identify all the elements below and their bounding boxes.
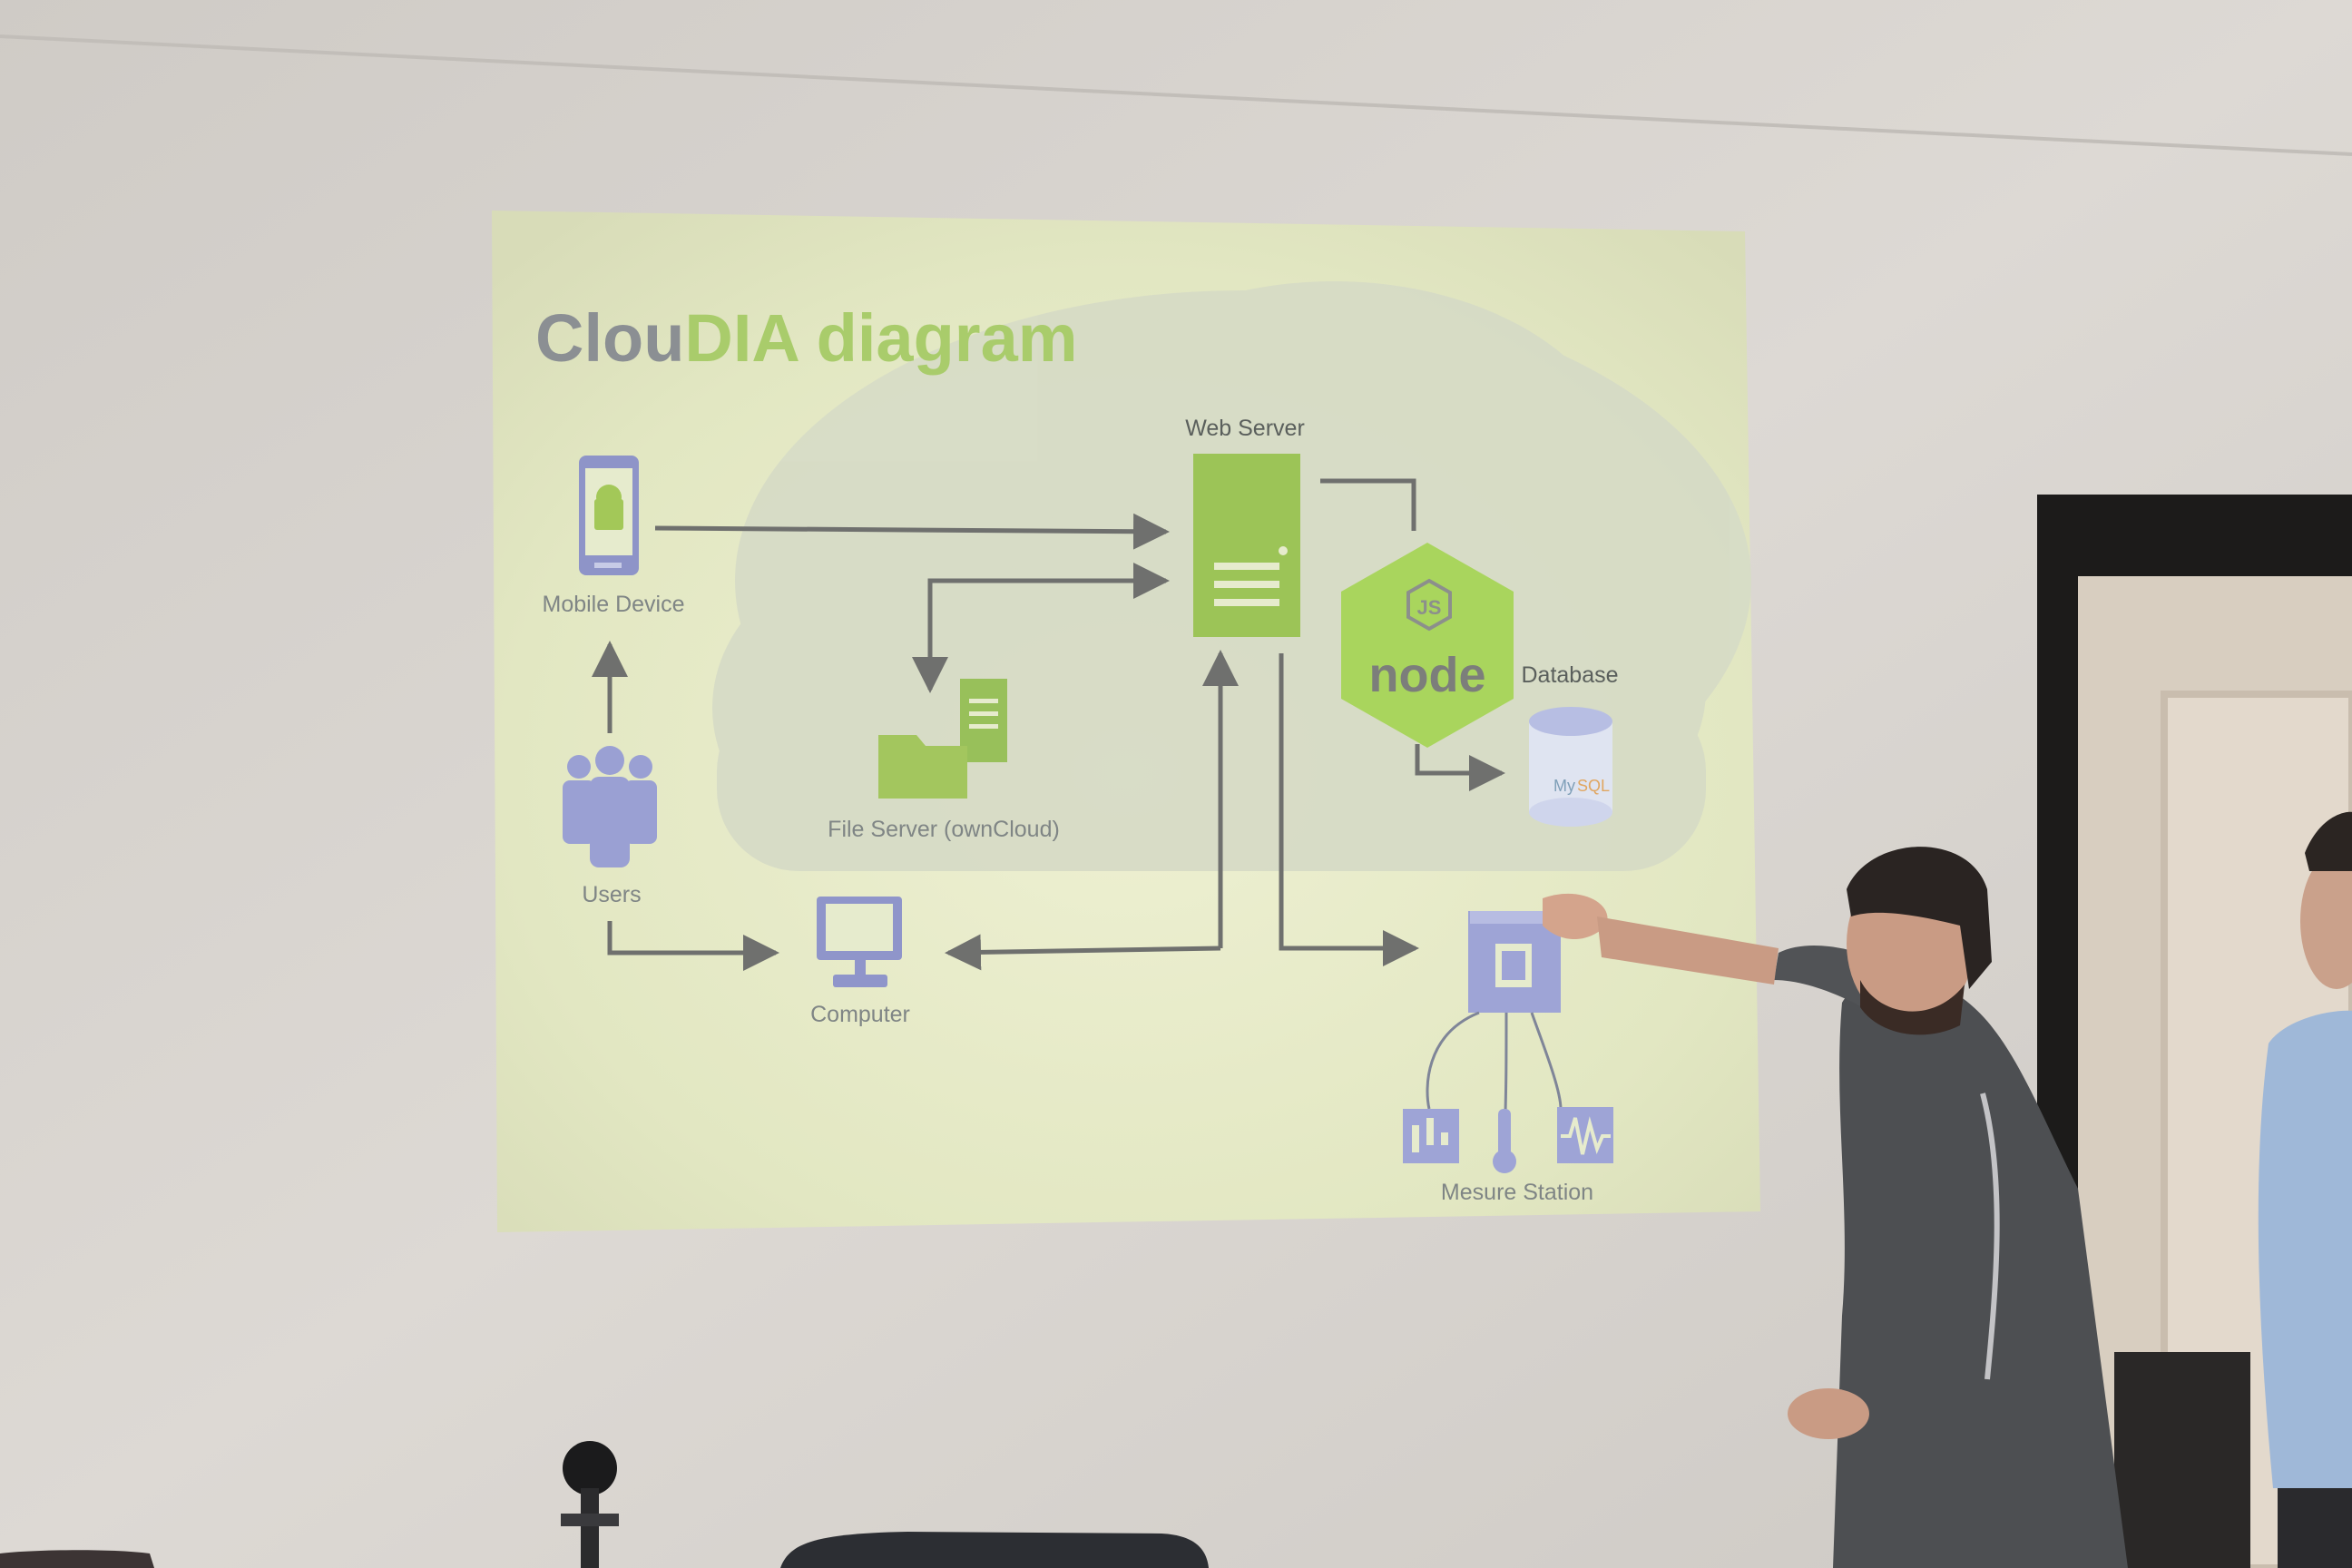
slide-title: ClouDIA diagram <box>535 299 1078 377</box>
signal-icon <box>1403 1109 1459 1163</box>
label-database: Database <box>1521 662 1619 688</box>
diagram-arrows <box>592 478 1505 971</box>
svg-text:JS: JS <box>1417 596 1442 619</box>
label-web-server: Web Server <box>1185 416 1305 441</box>
sound-wave-icon <box>1557 1107 1613 1163</box>
slide-title-part2: DIA diagram <box>684 300 1078 376</box>
svg-text:My: My <box>1553 777 1575 795</box>
server-icon <box>1193 454 1300 637</box>
label-file-server: File Server (ownCloud) <box>828 817 1060 842</box>
dark-cabinet <box>2114 1352 2250 1568</box>
label-computer: Computer <box>810 1002 910 1027</box>
ceiling-line <box>0 34 2352 156</box>
users-icon <box>563 746 657 867</box>
thermometer-icon <box>1493 1109 1516 1173</box>
folder-icon <box>878 679 1007 799</box>
presenter-person <box>1543 847 2128 1568</box>
svg-text:node: node <box>1369 648 1486 702</box>
chip-icon <box>1468 911 1561 1013</box>
android-icon <box>579 456 639 575</box>
computer-icon <box>817 897 902 987</box>
microphone <box>561 1441 619 1568</box>
mysql-logo: My SQL <box>1529 707 1612 827</box>
slide-title-part1: Clou <box>535 300 685 376</box>
label-users: Users <box>582 882 642 907</box>
chair-back-left <box>0 1550 154 1568</box>
chair-back <box>780 1532 1209 1568</box>
nodejs-logo: JS node <box>1341 543 1514 748</box>
svg-text:SQL: SQL <box>1577 777 1610 795</box>
label-mobile-device: Mobile Device <box>542 592 685 617</box>
label-mesure-station: Mesure Station <box>1440 1180 1594 1205</box>
second-person <box>2258 811 2352 1568</box>
